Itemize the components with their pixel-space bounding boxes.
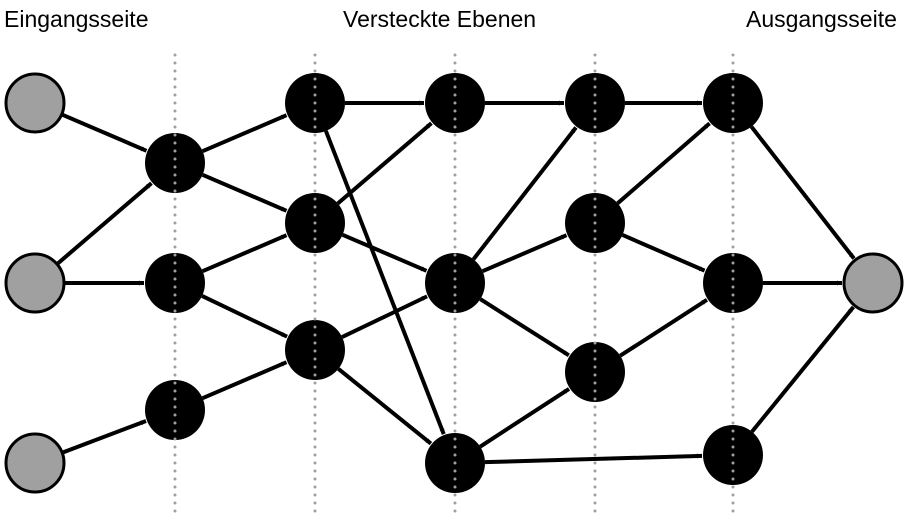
node-hidden-1-2 (145, 380, 205, 440)
node-hidden-3-1 (425, 253, 485, 313)
edge-3-1-to-4-0 (471, 126, 578, 261)
edge-1-1-to-2-1 (201, 233, 288, 274)
node-hidden-4-2 (565, 342, 625, 402)
edge-1-2-to-2-2 (201, 360, 288, 401)
node-input-2 (4, 432, 66, 494)
edges-group (56, 100, 856, 465)
edge-1-1-to-2-2 (201, 294, 288, 339)
output-side-label: Ausgangsseite (746, 6, 897, 32)
edge-4-1-to-5-0 (616, 121, 711, 205)
node-hidden-1-1 (145, 253, 205, 313)
node-input-0 (4, 72, 66, 134)
edge-4-2-to-5-1 (619, 298, 709, 358)
edge-3-2-to-5-2 (484, 453, 703, 465)
edge-0-2-to-1-2 (62, 419, 147, 455)
edge-1-0-to-2-0 (201, 113, 288, 154)
input-side-label: Eingangsseite (4, 6, 149, 32)
edge-2-0-to-3-2 (324, 130, 446, 435)
edge-5-2-to-6-0 (750, 305, 855, 433)
edge-3-2-to-4-2 (479, 387, 571, 449)
node-input-1 (4, 252, 66, 314)
edge-1-0-to-2-1 (201, 172, 288, 213)
node-output-0 (842, 252, 904, 314)
edge-5-0-to-6-0 (749, 125, 856, 260)
edge-2-2-to-3-2 (337, 367, 433, 446)
node-hidden-1-0 (145, 133, 205, 193)
hidden-layers-label: Versteckte Ebenen (343, 6, 537, 32)
edge-0-1-to-1-0 (56, 181, 153, 265)
edge-4-1-to-5-1 (621, 233, 706, 273)
edge-2-1-to-3-1 (341, 232, 428, 273)
edge-3-1-to-4-2 (479, 297, 570, 358)
edge-3-1-to-4-1 (481, 233, 568, 274)
layer-guides-group (173, 53, 735, 518)
edge-0-0-to-1-0 (61, 112, 148, 153)
edge-2-1-to-3-0 (336, 121, 433, 205)
edge-2-2-to-3-1 (341, 294, 428, 339)
node-hidden-5-1 (703, 253, 763, 313)
